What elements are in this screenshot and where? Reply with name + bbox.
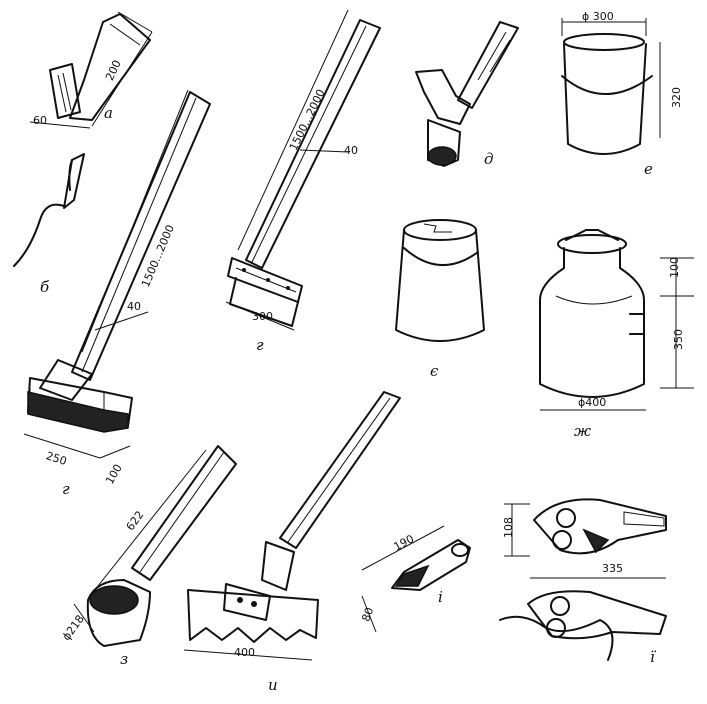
tool-g-dim-blade: 300: [252, 310, 273, 323]
tool-i-dim-blade: 400: [234, 646, 255, 659]
tool-zh-dim-diameter: ϕ400: [578, 396, 606, 409]
tool-a-letter: а: [104, 104, 113, 122]
tool-z-letter: з: [120, 650, 128, 668]
tool-yi-shears: 108 335 ї: [499, 498, 667, 666]
tool-ii-letter: і: [438, 588, 443, 606]
tool-v-brush: 1500...2000 40 250 100 г: [23, 89, 211, 498]
tool-b-letter: б: [40, 278, 50, 296]
tool-yi-dim-height: 108: [502, 517, 515, 538]
tool-g-dim-length: 1500...2000: [287, 87, 328, 152]
tool-b-hook: б: [13, 153, 85, 296]
tool-g-hoe: 1500...2000 40 300 г: [225, 9, 381, 354]
tool-ye-letter: є: [430, 362, 439, 380]
tool-i-scraper: 400 и: [183, 391, 401, 694]
tool-v-letter: г: [62, 480, 70, 498]
tool-z-scoop: 622 ϕ218 з: [60, 445, 237, 668]
tool-ye-can: є: [395, 219, 485, 380]
tool-d-letter: д: [484, 150, 494, 168]
tool-yi-dim-length: 335: [602, 562, 623, 575]
tool-v-dim-brush-length: 250: [44, 449, 68, 468]
tool-a-dim-width: 60: [33, 114, 47, 127]
tool-e-dim-diameter: ϕ 300: [582, 10, 614, 23]
tool-e-dim-height: 320: [670, 87, 683, 108]
tool-d-hammer: д: [415, 21, 519, 168]
tool-zh-letter: ж: [574, 422, 591, 440]
tool-zh-dim-body: 350: [672, 329, 685, 350]
tool-ii-knife: 190 80 і: [359, 525, 471, 633]
tool-zh-churn: 100 350 ϕ400 ж: [539, 229, 694, 440]
tool-ii-dim-length: 190: [392, 532, 417, 553]
tool-zh-dim-neck: 100: [668, 257, 681, 278]
tool-e-bucket: ϕ 300 320 е: [561, 10, 683, 178]
tool-v-dim-brush-width: 100: [103, 462, 125, 487]
tool-e-letter: е: [644, 160, 653, 178]
tool-g-dim-width: 40: [344, 144, 358, 157]
tool-yi-letter: ї: [650, 648, 657, 666]
tool-ii-dim-height: 80: [359, 606, 376, 624]
tool-i-letter: и: [268, 676, 278, 694]
tool-v-dim-width: 40: [127, 300, 141, 313]
tool-a-scraper: 200 60 а: [29, 11, 153, 129]
tool-g-letter: г: [256, 336, 264, 354]
